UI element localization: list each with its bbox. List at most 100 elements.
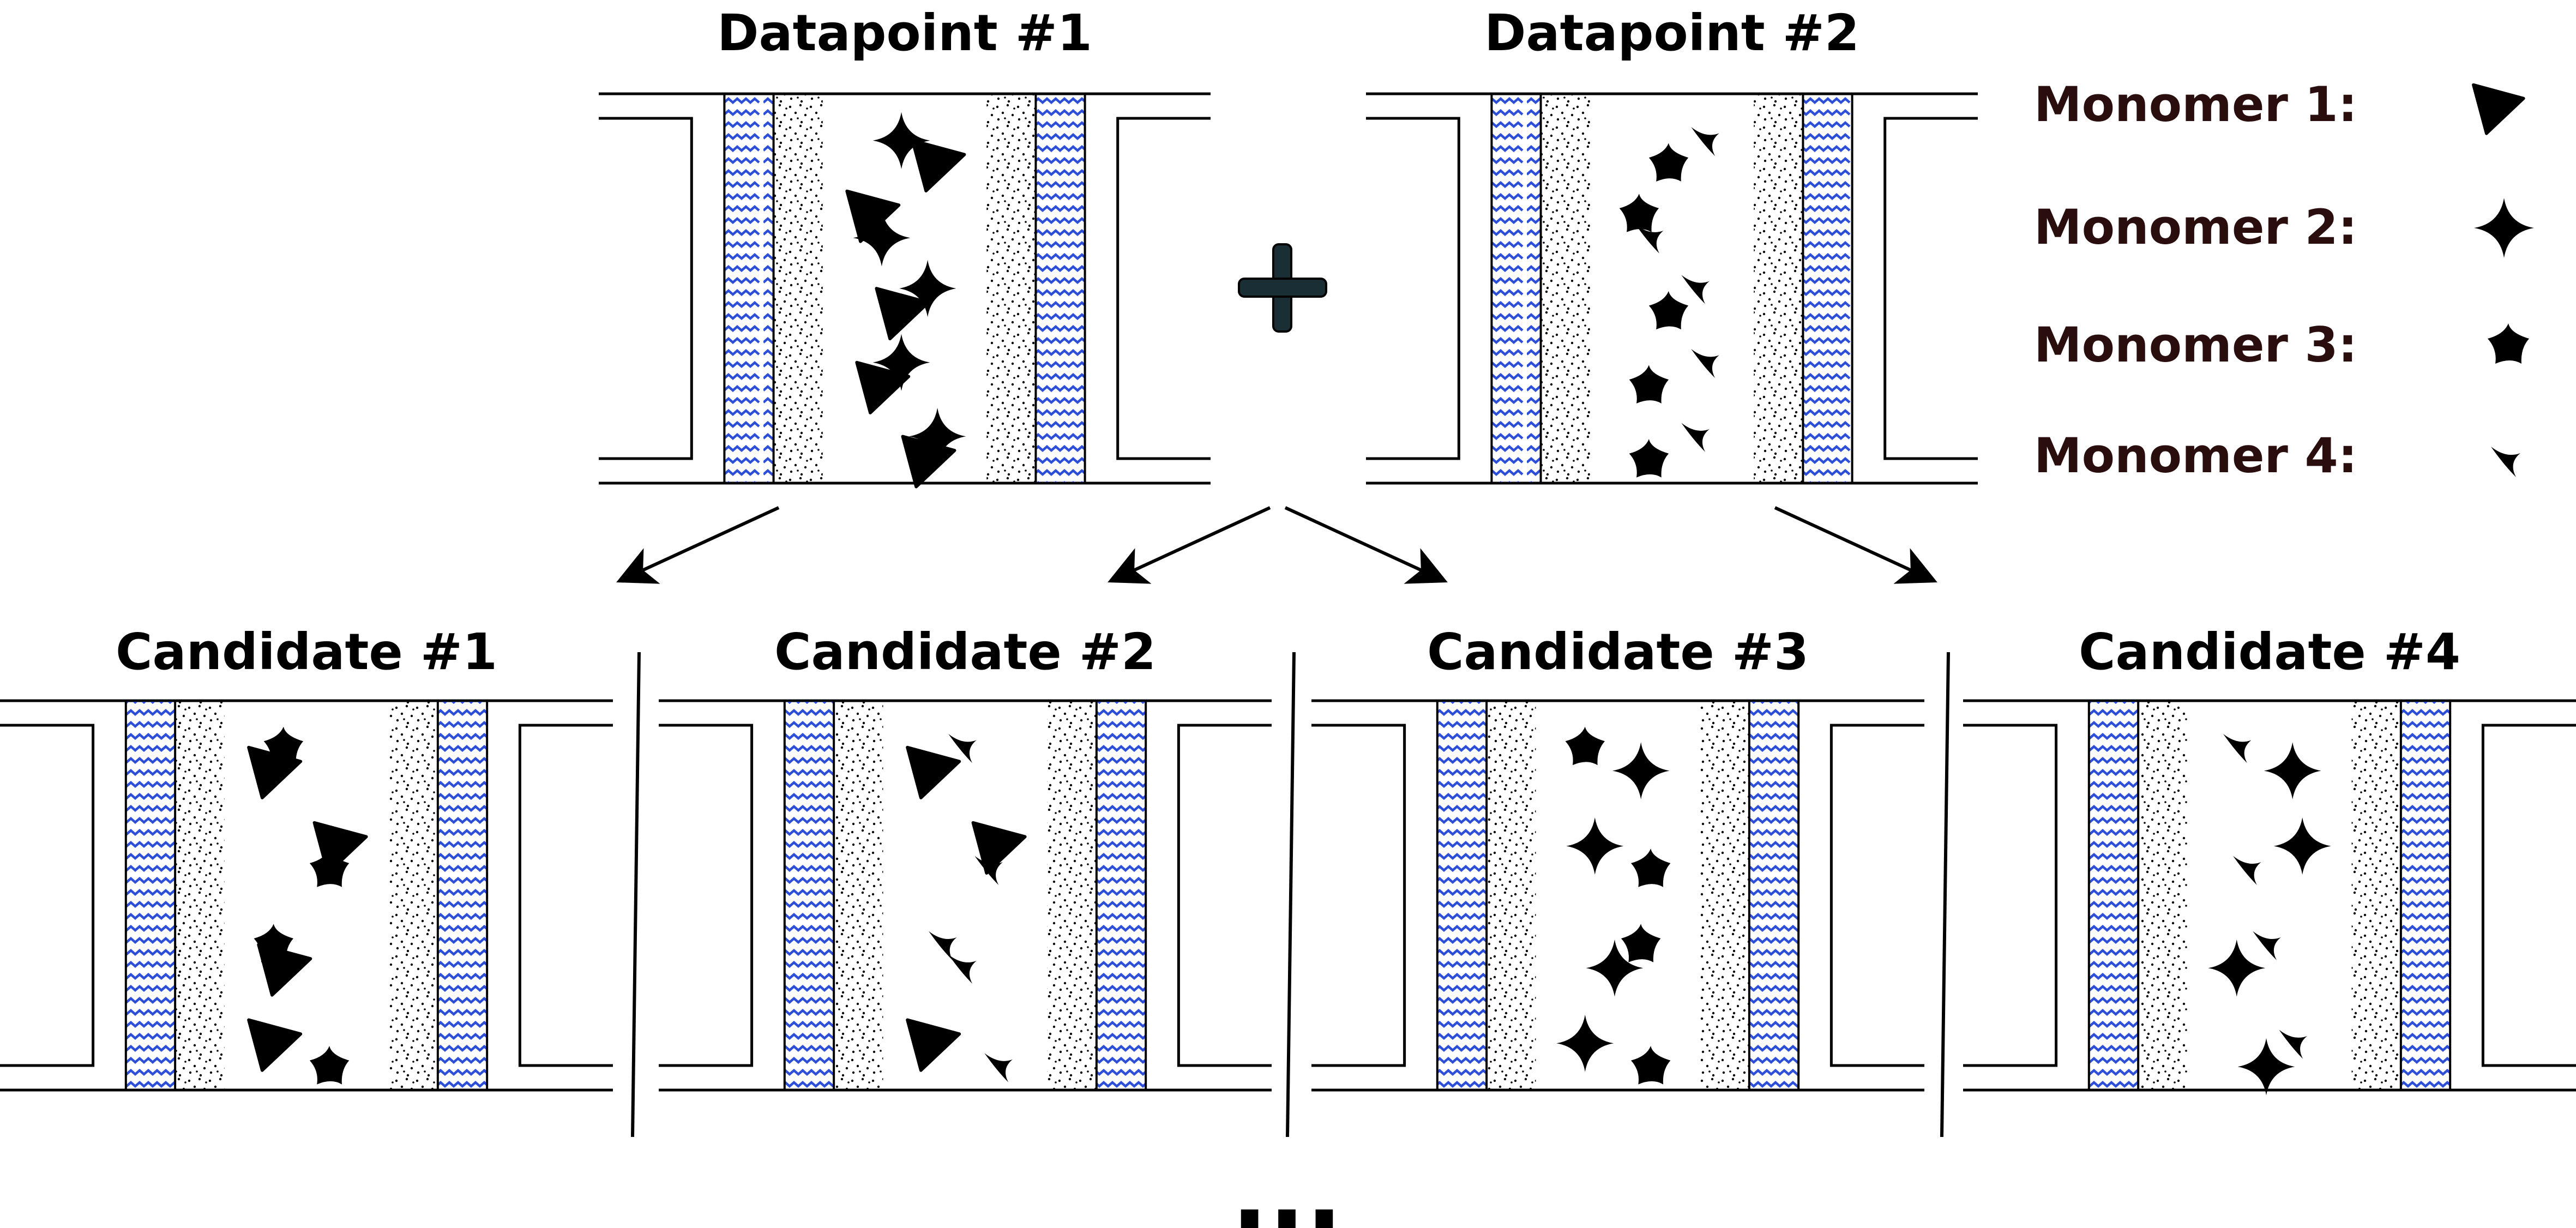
plus-sign-icon [1238,243,1327,333]
four-point-star-icon [2273,817,2331,875]
right-dotted-layer [1754,94,1803,483]
panel-title: Candidate #2 [774,623,1156,681]
separator-line [631,652,641,1137]
panel-title: Datapoint #1 [717,4,1092,62]
candidate-panel-3: Candidate #3 [1311,623,1924,1092]
pentagon-star-icon [2488,323,2529,364]
small-curved-tristar-icon [984,1053,1013,1082]
arrow-datapoints-to-candidate2 [1108,506,1271,584]
left-electrode [1311,724,1406,1067]
four-point-star-icon [1612,742,1670,799]
small-curved-tristar-icon [2279,1030,2307,1059]
right-dotted-layer [1700,701,1749,1090]
right-wavy-membrane [1802,93,1853,484]
left-dotted-layer [773,94,823,483]
left-wavy-membrane [2087,700,2140,1091]
arrow-datapoint1-to-candidate1 [616,506,780,584]
right-electrode [1116,117,1211,460]
left-electrode [599,117,693,460]
pentagon-star-icon [1565,726,1605,766]
small-curved-tristar-icon [2491,447,2520,477]
triangle-icon [907,748,959,798]
small-curved-tristar-icon [1681,423,1710,452]
left-wavy-membrane [1490,93,1542,484]
small-curved-tristar-icon [2233,856,2261,885]
small-curved-tristar-icon [929,931,957,960]
pentagon-star-icon [1648,143,1689,182]
panel-title: Candidate #1 [116,623,497,681]
panel-title: Candidate #4 [2079,623,2460,681]
right-electrode [1883,117,1978,460]
left-electrode [0,724,95,1067]
separator-line [1286,652,1296,1137]
left-wavy-membrane [723,93,775,484]
left-dotted-layer [834,701,883,1090]
datapoint-panel-2: Datapoint #2 [1366,4,1978,485]
pentagon-star-icon [1629,439,1669,478]
left-dotted-layer [175,701,225,1090]
left-wavy-membrane [783,700,835,1091]
left-electrode [1963,724,2058,1067]
four-point-star-icon [2474,198,2534,258]
legend-label-monomer-3: Monomer 3: [2034,317,2357,373]
panel-title: Candidate #3 [1427,623,1809,681]
right-dotted-layer [2351,701,2401,1090]
right-electrode [2481,724,2576,1067]
small-curved-tristar-icon [2253,931,2281,960]
small-curved-tristar-icon [948,954,977,984]
arrow-datapoint2-to-candidate4 [1774,506,1937,584]
left-electrode [1366,117,1460,460]
four-point-star-icon [2237,1038,2295,1095]
pentagon-star-icon [1619,194,1659,232]
right-electrode [518,724,613,1067]
candidate-panel-1: Candidate #1 [0,623,613,1092]
small-curved-tristar-icon [1681,275,1710,304]
polymer-panels: Datapoint #1 Datapoint #2 Candidate #1 Cand… [0,4,2576,1095]
four-point-star-icon [1556,1014,1614,1072]
panel-title: Datapoint #2 [1484,4,1859,62]
left-electrode [659,724,754,1067]
left-wavy-membrane [1436,700,1488,1091]
pentagon-star-icon [1629,365,1669,404]
right-wavy-membrane [1095,700,1147,1091]
small-curved-tristar-icon [1691,348,1719,378]
pentagon-star-icon [1621,924,1661,962]
right-electrode [1177,724,1272,1067]
four-point-star-icon [2208,939,2266,997]
crossover-arrows [616,506,1937,584]
legend-label-monomer-1: Monomer 1: [2034,76,2357,133]
candidate-panel-2: Candidate #2 [659,623,1272,1092]
pentagon-star-icon [309,1046,350,1085]
four-point-star-icon [1566,817,1624,875]
triangle-icon [249,1020,300,1070]
small-curved-tristar-icon [2223,733,2252,763]
datapoint-panel-1: Datapoint #1 [599,4,1211,487]
right-wavy-membrane [2399,700,2452,1091]
right-wavy-membrane [1034,93,1086,484]
right-dotted-layer [986,94,1036,483]
separator-line [1940,652,1950,1137]
triangle-icon [2473,85,2524,134]
right-wavy-membrane [436,700,489,1091]
pentagon-star-icon [1630,848,1671,887]
small-curved-tristar-icon [1691,127,1719,156]
left-dotted-layer [2138,701,2188,1090]
pentagon-star-icon [1648,291,1689,330]
right-dotted-layer [1047,701,1097,1090]
legend-label-monomer-2: Monomer 2: [2034,199,2357,255]
monomer-legend: Monomer 1: Monomer 2: Monomer 3: Monomer… [2034,76,2534,484]
candidate-panel-4: Candidate #4 [1963,623,2576,1095]
candidate-separators [631,652,1950,1137]
four-point-star-icon [2264,742,2321,799]
right-wavy-membrane [1748,700,1800,1091]
triangle-icon [912,141,964,191]
right-electrode [1829,724,1924,1067]
left-dotted-layer [1486,701,1536,1090]
left-wavy-membrane [124,700,177,1091]
pentagon-star-icon [1630,1046,1671,1085]
continuation-ellipsis: ... [1231,1137,1343,1228]
right-dotted-layer [388,701,438,1090]
legend-label-monomer-4: Monomer 4: [2034,428,2357,484]
triangle-icon [907,1020,959,1070]
